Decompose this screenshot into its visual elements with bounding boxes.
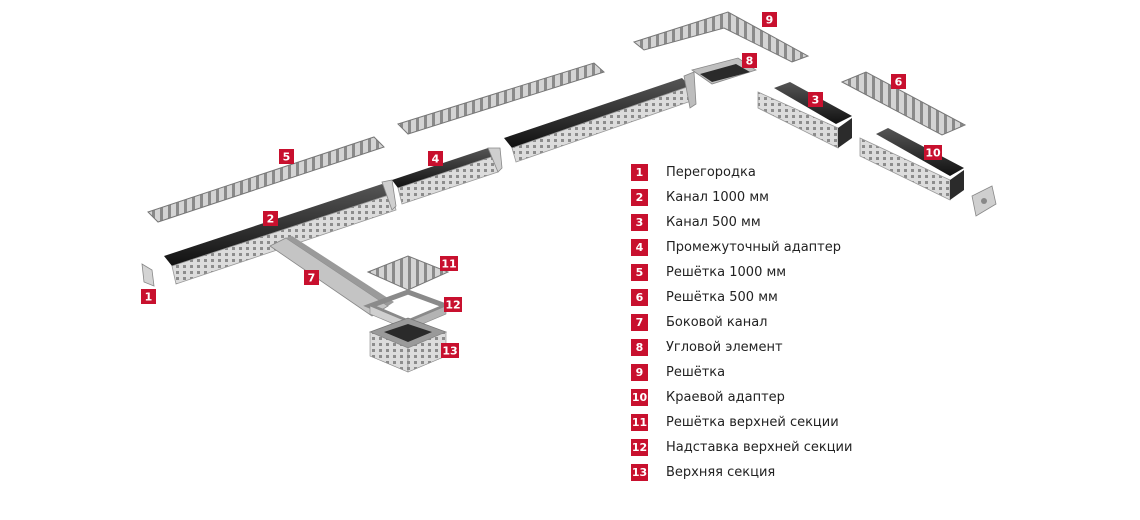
- legend-number-badge: 7: [631, 314, 648, 331]
- legend-item-12: 12 Надставка верхней секции: [631, 435, 1111, 460]
- callout-badge-box: [924, 145, 942, 160]
- callout-badge-4: 4: [428, 151, 443, 166]
- callout-badge-1: 1: [141, 289, 156, 304]
- legend-item-7: 7 Боковой канал: [631, 310, 1111, 335]
- legend-item-4: 4 Промежуточный адаптер: [631, 235, 1111, 260]
- channel-500-part: [757, 82, 852, 149]
- callout-badge-2: 2: [263, 211, 278, 226]
- callout-badge-box: [808, 92, 823, 107]
- legend-item-9: 9 Решётка: [631, 360, 1111, 385]
- end-plate-left-part: [141, 263, 155, 287]
- callout-badge-box: [444, 297, 462, 312]
- callout-badge-box: [762, 12, 777, 27]
- edge-adapter-part: [859, 128, 964, 201]
- callout-badge-number: 13: [442, 345, 457, 358]
- callout-badge-number: 2: [267, 213, 275, 226]
- callout-badge-number: 7: [308, 272, 316, 285]
- legend-number-badge: 4: [631, 239, 648, 256]
- callout-badge-box: [428, 151, 443, 166]
- legend-label: Боковой канал: [666, 315, 768, 330]
- legend-number-badge: 6: [631, 289, 648, 306]
- callout-badge-number: 8: [746, 55, 754, 68]
- legend-number-badge: 2: [631, 189, 648, 206]
- callout-badge-box: [742, 53, 757, 68]
- callout-badge-8: 8: [742, 53, 757, 68]
- side-channel-part: [269, 236, 394, 317]
- legend-item-13: 13 Верхняя секция: [631, 460, 1111, 485]
- grate-1000-part: [147, 136, 385, 223]
- callout-badge-13: 13: [441, 343, 459, 358]
- top-section-grate-part: [366, 255, 450, 291]
- channel-upper-middle-part: [504, 71, 697, 163]
- top-section-part: [368, 317, 448, 373]
- callout-badge-9: 9: [762, 12, 777, 27]
- callout-badge-box: [279, 149, 294, 164]
- legend-label: Канал 1000 мм: [666, 190, 769, 205]
- callout-badge-number: 6: [895, 76, 903, 89]
- legend-number-badge: 12: [631, 439, 648, 456]
- legend-number-badge: 11: [631, 414, 648, 431]
- callout-badge-10: 10: [924, 145, 942, 160]
- callout-badge-number: 10: [925, 147, 941, 160]
- legend-number-badge: 13: [631, 464, 648, 481]
- legend-label: Решётка 1000 мм: [666, 265, 787, 280]
- callout-badge-6: 6: [891, 74, 906, 89]
- callout-badge-12: 12: [444, 297, 462, 312]
- callout-badge-number: 4: [432, 153, 440, 166]
- legend-label: Решётка 500 мм: [666, 290, 778, 305]
- corner-element-part: [691, 57, 757, 85]
- legend-label: Надставка верхней секции: [666, 440, 853, 455]
- legend-number-badge: 3: [631, 214, 648, 231]
- long-grate-upper-part: [397, 62, 605, 135]
- legend-label: Краевой адаптер: [666, 390, 785, 405]
- corner-grate-part: [632, 11, 810, 63]
- legend-number-badge: 8: [631, 339, 648, 356]
- callout-badge-number: 1: [145, 291, 153, 304]
- end-plate-right-part: [971, 185, 997, 217]
- legend-item-5: 5 Решётка 1000 мм: [631, 260, 1111, 285]
- legend-label: Решётка верхней секции: [666, 415, 839, 430]
- legend-label: Решётка: [666, 365, 726, 380]
- legend-number-badge: 9: [631, 364, 648, 381]
- legend-item-8: 8 Угловой элемент: [631, 335, 1111, 360]
- callout-badge-number: 3: [812, 94, 820, 107]
- callout-badge-box: [891, 74, 906, 89]
- callout-badge-box: [141, 289, 156, 304]
- legend-item-2: 2 Канал 1000 мм: [631, 185, 1111, 210]
- grate-500-part: [840, 71, 967, 136]
- components-legend: 1 Перегородка 2 Канал 1000 мм 3 Канал 500 мм 4…: [631, 160, 1111, 485]
- callout-badge-5: 5: [279, 149, 294, 164]
- intermediate-adapter-part: [392, 147, 503, 205]
- callout-badge-11: 11: [440, 256, 458, 271]
- legend-number-badge: 5: [631, 264, 648, 281]
- legend-label: Перегородка: [666, 165, 756, 180]
- legend-label: Канал 500 мм: [666, 215, 761, 230]
- legend-item-3: 3 Канал 500 мм: [631, 210, 1111, 235]
- callout-badge-box: [263, 211, 278, 226]
- legend-label: Промежуточный адаптер: [666, 240, 841, 255]
- legend-label: Угловой элемент: [666, 340, 783, 355]
- legend-label: Верхняя секция: [666, 465, 776, 480]
- callout-badge-7: 7: [304, 270, 319, 285]
- callout-badge-box: [440, 256, 458, 271]
- legend-item-1: 1 Перегородка: [631, 160, 1111, 185]
- legend-item-11: 11 Решётка верхней секции: [631, 410, 1111, 435]
- callout-badge-number: 9: [766, 14, 774, 27]
- legend-item-6: 6 Решётка 500 мм: [631, 285, 1111, 310]
- legend-number-badge: 10: [631, 389, 648, 406]
- callout-badge-number: 11: [441, 258, 456, 271]
- legend-number-badge: 1: [631, 164, 648, 181]
- callout-badge-3: 3: [808, 92, 823, 107]
- callout-badge-number: 5: [283, 151, 291, 164]
- callout-badge-box: [304, 270, 319, 285]
- callout-badge-box: [441, 343, 459, 358]
- callout-badge-number: 12: [445, 299, 460, 312]
- legend-item-10: 10 Краевой адаптер: [631, 385, 1111, 410]
